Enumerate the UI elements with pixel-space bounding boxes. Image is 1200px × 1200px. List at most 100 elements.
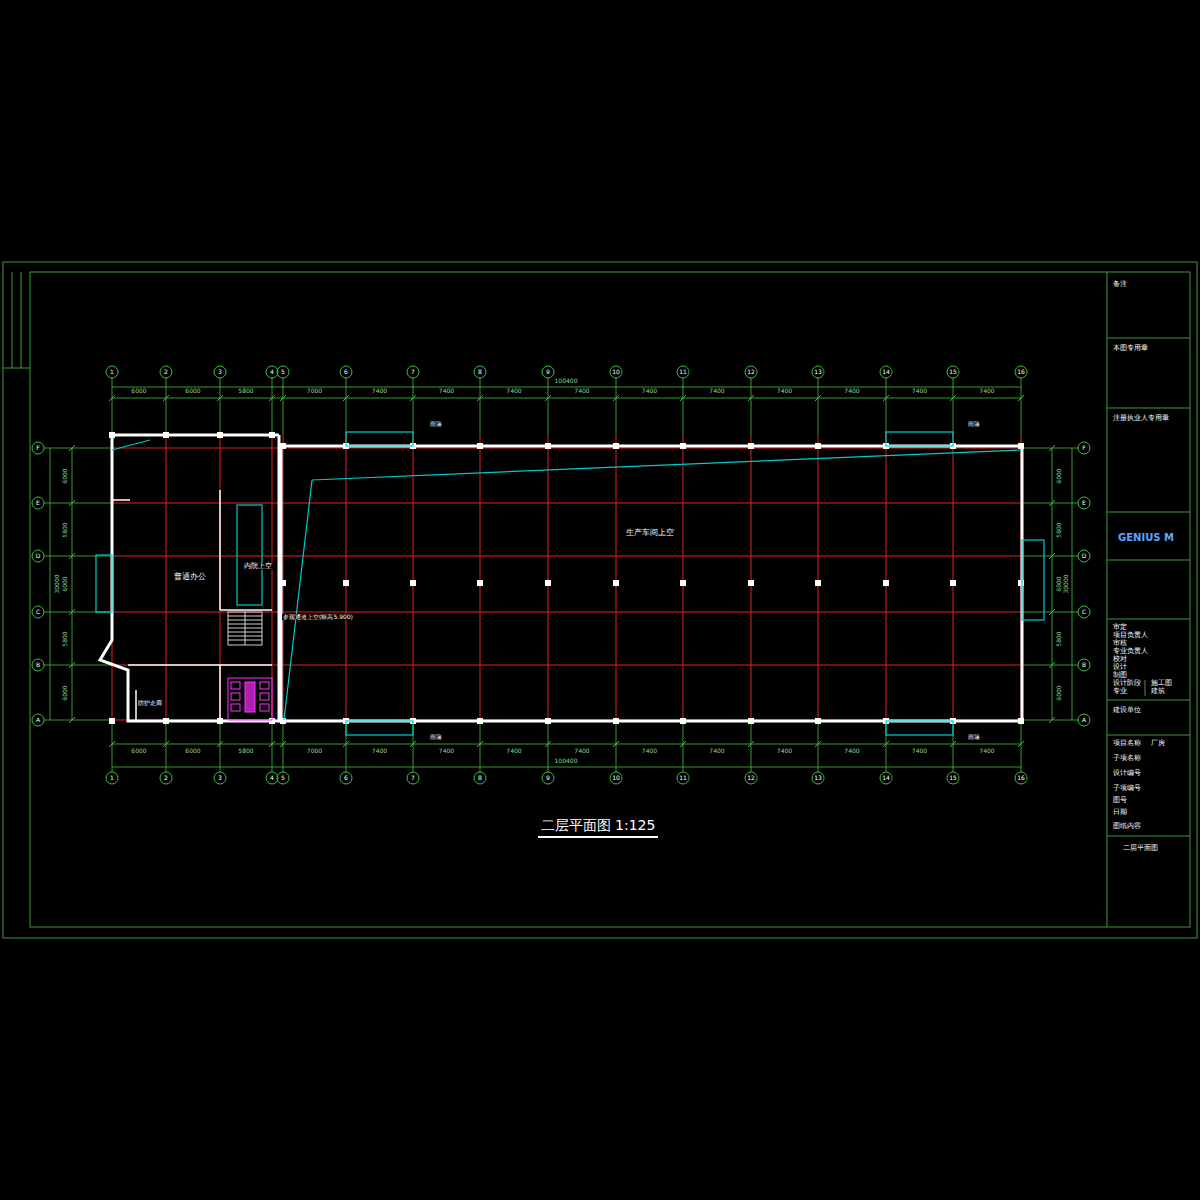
- interior-walls: [112, 490, 272, 721]
- axis-bubble: [407, 772, 419, 784]
- axis-bubble: [277, 366, 289, 378]
- axis-bubble: [340, 772, 352, 784]
- axis-bubble: [677, 366, 689, 378]
- axis-bubble: [542, 772, 554, 784]
- axis-extension: [1022, 556, 1078, 557]
- plan-label: 7400: [843, 748, 860, 754]
- dim-line: [1072, 448, 1073, 720]
- plan-label: 1: [109, 775, 115, 781]
- plan-label: 内院上空: [243, 563, 273, 570]
- column: [883, 580, 889, 586]
- axis-line: [548, 435, 549, 721]
- axis-bubble: [1015, 366, 1027, 378]
- axis-bubble: [880, 772, 892, 784]
- axis-extension: [683, 378, 684, 435]
- axis-line: [886, 435, 887, 721]
- plan-label: 6000: [1056, 467, 1062, 484]
- plan-label: 设计: [1112, 664, 1128, 671]
- axis-extension: [1021, 721, 1022, 772]
- plan-label: 8: [477, 369, 483, 375]
- plan-label: B: [35, 662, 41, 668]
- plan-label: 16: [1016, 369, 1026, 375]
- plan-label: 7400: [438, 748, 455, 754]
- axis-bubble: [745, 366, 757, 378]
- plan-label: 10: [611, 369, 621, 375]
- axis-extension: [1022, 720, 1078, 721]
- axis-line: [166, 435, 167, 721]
- axis-extension: [751, 721, 752, 772]
- axis-extension: [616, 378, 617, 435]
- plan-label: 5800: [237, 388, 254, 394]
- axis-line: [112, 556, 1022, 557]
- axis-bubble: [947, 366, 959, 378]
- column: [410, 580, 416, 586]
- axis-bubble: [1078, 714, 1090, 726]
- plan-label: 7400: [641, 388, 658, 394]
- axis-bubble: [340, 366, 352, 378]
- axis-bubble: [106, 366, 118, 378]
- plan-label: 7400: [978, 388, 995, 394]
- plan-label: 审核: [1112, 640, 1128, 647]
- plan-label: 7400: [438, 388, 455, 394]
- axis-bubble: [745, 772, 757, 784]
- plan-label: 6000: [130, 748, 147, 754]
- axis-bubble: [32, 659, 44, 671]
- axis-line: [683, 435, 684, 721]
- plan-label: 6000: [62, 467, 68, 484]
- dim-line: [50, 448, 51, 720]
- axis-bubble: [106, 772, 118, 784]
- plan-label: F: [35, 445, 40, 451]
- axis-bubble: [610, 772, 622, 784]
- plan-label: 2: [163, 775, 169, 781]
- plan-label: D: [35, 553, 42, 559]
- axis-extension: [220, 378, 221, 435]
- axis-bubble: [32, 714, 44, 726]
- axis-extension: [44, 556, 112, 557]
- plan-label: 15: [948, 369, 958, 375]
- plan-label: 7400: [573, 748, 590, 754]
- plan-label: 图号: [1112, 797, 1128, 804]
- plan-label: 30000: [1063, 573, 1069, 594]
- axis-extension: [283, 378, 284, 435]
- plan-label: 2: [163, 369, 169, 375]
- axis-bubble: [1078, 497, 1090, 509]
- plan-label: 7: [410, 775, 416, 781]
- plan-label: 4: [269, 369, 275, 375]
- axis-bubble: [880, 366, 892, 378]
- axis-bubble: [947, 772, 959, 784]
- column: [748, 580, 754, 586]
- plan-label: C: [1081, 609, 1087, 615]
- plan-label: 13: [813, 369, 823, 375]
- axis-extension: [1022, 665, 1078, 666]
- plan-label: 4: [269, 775, 275, 781]
- plan-label: 7400: [641, 748, 658, 754]
- axis-extension: [548, 378, 549, 435]
- axis-extension: [272, 721, 273, 772]
- plan-label: 参观通道上空(标高5.900): [282, 614, 354, 620]
- axis-extension: [166, 721, 167, 772]
- column: [545, 580, 551, 586]
- walls: [100, 435, 1022, 721]
- drawing-title: 二层平面图 1:125: [540, 818, 657, 832]
- axis-grid: [32, 366, 1090, 784]
- plan-label: 7400: [371, 748, 388, 754]
- plan-label: 7400: [776, 388, 793, 394]
- axis-line: [953, 435, 954, 721]
- axis-bubble: [812, 366, 824, 378]
- plan-label: 7400: [911, 748, 928, 754]
- axis-bubble: [214, 366, 226, 378]
- title-underline: [538, 836, 658, 838]
- plan-label: 9: [545, 775, 551, 781]
- axis-bubble: [266, 366, 278, 378]
- column: [815, 580, 821, 586]
- plan-label: 7400: [978, 748, 995, 754]
- axis-line: [283, 435, 284, 721]
- plan-label: 图纸内容: [1112, 823, 1142, 830]
- plan-label: E: [1081, 500, 1087, 506]
- plan-label: 项目负责人: [1112, 632, 1149, 639]
- plan-label: D: [1081, 553, 1088, 559]
- plan-label: 6000: [62, 575, 68, 592]
- axis-bubble: [474, 366, 486, 378]
- plan-label: 5: [280, 369, 286, 375]
- axis-bubble: [32, 550, 44, 562]
